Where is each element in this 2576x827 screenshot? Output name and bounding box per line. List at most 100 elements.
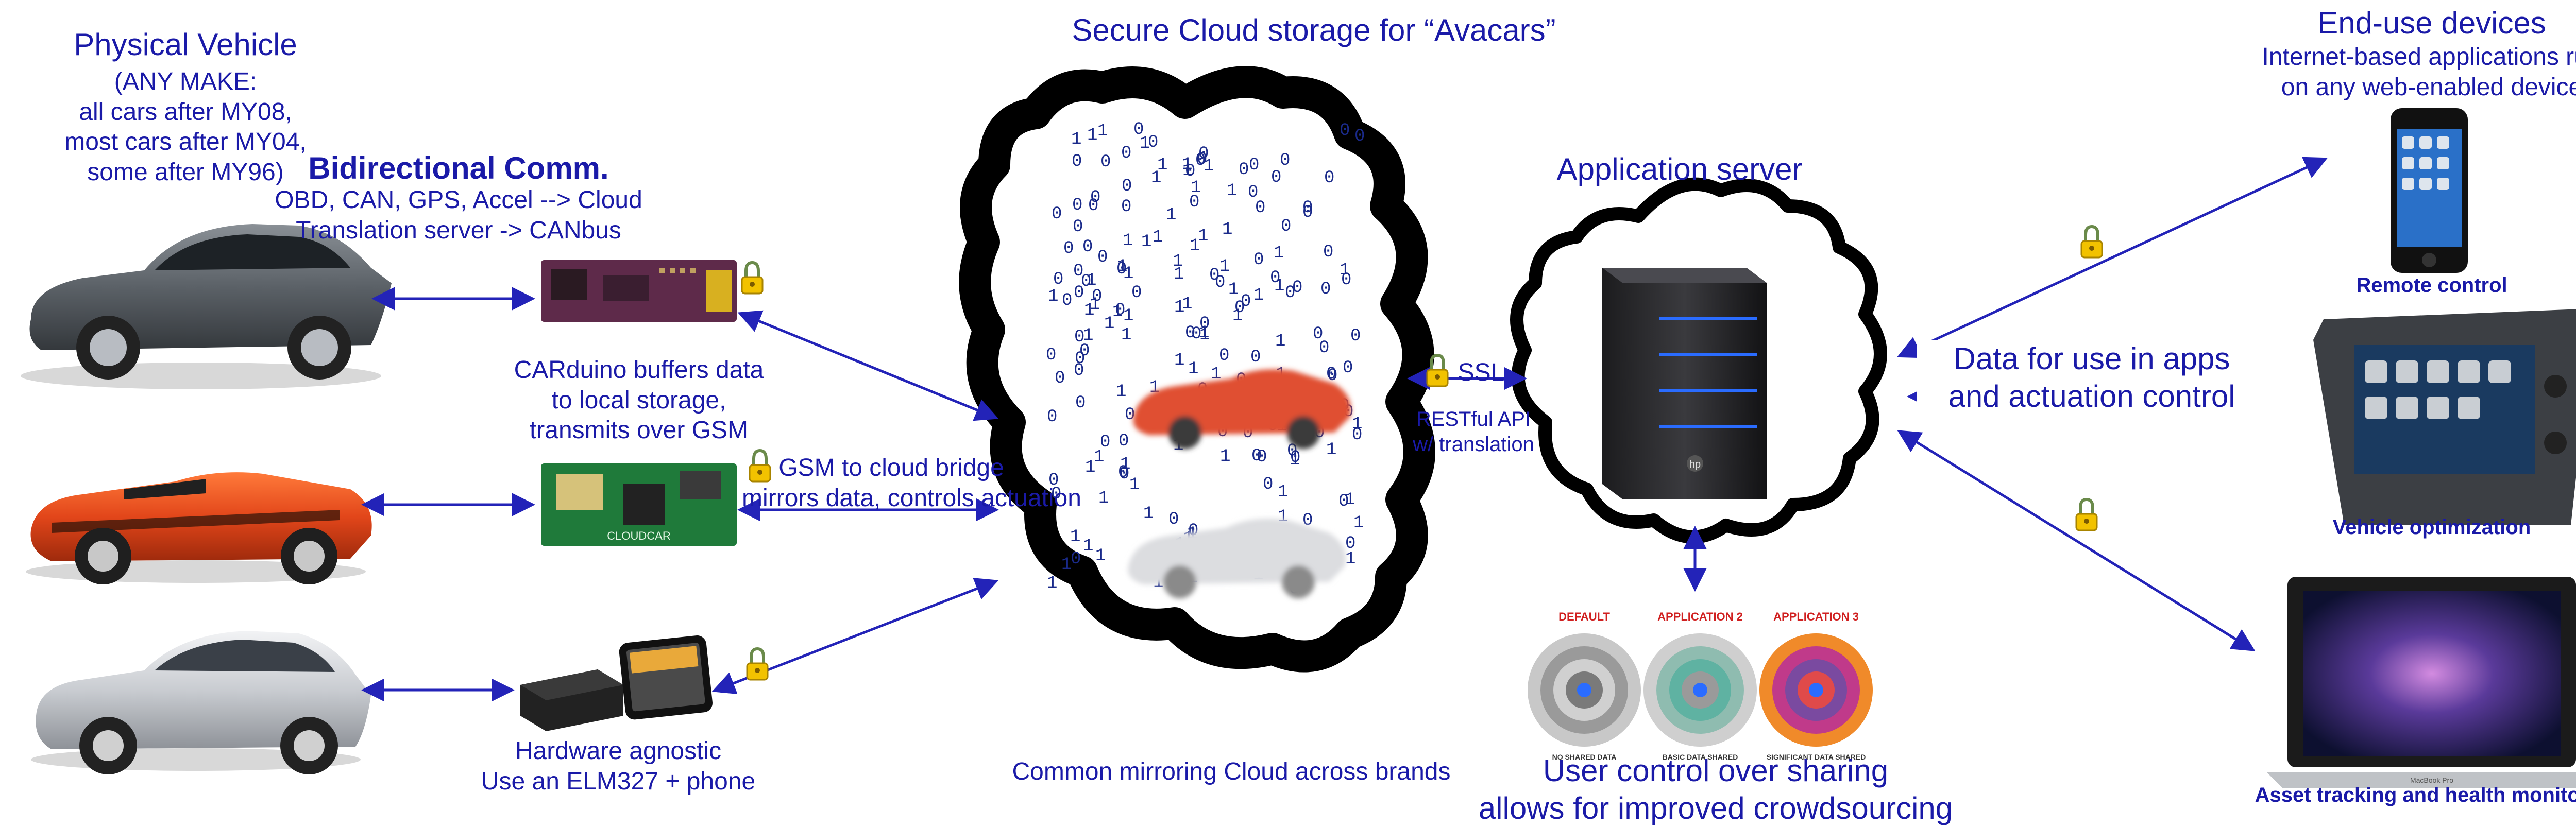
binary-digit: 0	[1053, 270, 1063, 289]
blurred-car-silver	[1128, 519, 1346, 598]
binary-digit: 0	[1338, 492, 1349, 511]
cloud-caption: Common mirroring Cloud across brands	[1012, 758, 1451, 785]
binary-digit: 1	[1199, 323, 1209, 343]
storage-cloud: 0111000111000000100101001110111111010010…	[959, 66, 1435, 673]
binary-digit: 0	[1082, 237, 1093, 257]
binary-digit: 0	[1263, 475, 1273, 494]
binary-digit: 0	[1341, 270, 1351, 290]
binary-digit: 1	[1182, 295, 1192, 314]
binary-digit: 0	[1075, 393, 1086, 413]
binary-digit: 1	[1086, 271, 1096, 290]
binary-digit: 0	[1352, 425, 1362, 445]
binary-digit: 0	[1354, 127, 1365, 146]
binary-digit: 1	[1188, 359, 1198, 379]
server-tower: hp	[1602, 268, 1767, 499]
binary-digit: 1	[1352, 415, 1362, 434]
binary-digit: 0	[1313, 324, 1323, 344]
sharing-sublabel-app2: BASIC DATA SHARED	[1663, 753, 1738, 761]
binary-digit: 1	[1182, 155, 1192, 175]
binary-digit: 1	[1121, 325, 1131, 345]
car-camaro	[26, 472, 372, 584]
binary-digit: 0	[1197, 150, 1207, 169]
binary-digit: 1	[1085, 458, 1095, 477]
vehicle-subtitle: (ANY MAKE:all cars after MY08, most cars…	[64, 68, 307, 186]
binary-digit: 0	[1319, 338, 1329, 358]
binary-digit: 1	[1129, 475, 1140, 495]
binary-digit: 1	[1143, 504, 1154, 524]
binary-digit: 0	[1189, 193, 1199, 212]
binary-digit: 1	[1274, 244, 1284, 263]
binary-digit: 0	[1121, 197, 1131, 217]
binary-digit: 1	[1070, 527, 1080, 547]
binary-digit: 0	[1047, 407, 1057, 427]
binary-digit: 1	[1174, 265, 1184, 284]
binary-digit: 1	[1222, 220, 1232, 239]
binary-digit: 1	[1084, 301, 1094, 320]
binary-digit: 0	[1073, 217, 1083, 237]
binary-digit: 0	[1199, 314, 1210, 334]
binary-digit: 0	[1075, 349, 1085, 369]
binary-digit: 0	[1340, 121, 1350, 141]
sharing-label-app3: APPLICATION 3	[1773, 610, 1859, 623]
binary-digit: 0	[1072, 196, 1082, 215]
binary-digit: 0	[1118, 463, 1128, 483]
lock-icon	[746, 647, 769, 681]
iphone-device	[2391, 108, 2468, 273]
binary-digit: 1	[1123, 231, 1133, 251]
remote-control-label: Remote control	[2356, 274, 2507, 297]
binary-digit: 1	[1098, 489, 1109, 508]
sharing-chart-app2	[1643, 633, 1757, 747]
binary-digit: 1	[1211, 365, 1221, 384]
binary-digit: 0	[1191, 324, 1201, 344]
binary-digit: 1	[1345, 490, 1355, 510]
binary-digit: 1	[1173, 252, 1183, 271]
binary-digit: 0	[1074, 283, 1084, 303]
binary-digit: 0	[1090, 188, 1100, 208]
hp-logo: hp	[1689, 459, 1701, 470]
binary-digit: 0	[1343, 358, 1353, 378]
carduino-board	[541, 260, 737, 322]
arrow-server-laptop	[1897, 430, 2256, 651]
binary-digit: 0	[1046, 346, 1056, 365]
binary-digit: 0	[1271, 168, 1281, 187]
binary-digit: 0	[1249, 156, 1259, 175]
binary-digit: 1	[1199, 325, 1210, 345]
binary-digit: 0	[1290, 448, 1300, 468]
blurred-car-red	[1133, 369, 1351, 449]
binary-digit: 0	[1345, 534, 1355, 554]
binary-digit: 0	[1326, 365, 1336, 384]
vehicle-optimization-label: Vehicle optimization	[2332, 516, 2531, 539]
binary-digit: 0	[1281, 217, 1291, 236]
binary-digit: 1	[1253, 286, 1264, 305]
binary-digit: 0	[1302, 198, 1313, 218]
binary-digit: 0	[1292, 278, 1302, 298]
binary-digit: 0	[1125, 405, 1135, 425]
binary-digit: 1	[1083, 537, 1093, 556]
binary-digit: 0	[1073, 262, 1083, 281]
binary-digit: 1	[1232, 306, 1243, 326]
binary-digit: 0	[1081, 272, 1091, 291]
binary-digit: 0	[1097, 248, 1108, 267]
binary-digit: 0	[1048, 471, 1059, 490]
binary-digit: 0	[1195, 151, 1206, 170]
binary-digit: 1	[1061, 555, 1072, 575]
binary-digit: 0	[1324, 168, 1334, 188]
arrow-server-phone	[1896, 157, 2328, 358]
vehicle-heading: Physical Vehicle	[74, 27, 297, 62]
laptop-brand-label: MacBook Pro	[2410, 776, 2453, 784]
binary-digit: 0	[1133, 120, 1144, 140]
binary-digit: 1	[1326, 440, 1336, 460]
binary-digit: 0	[1119, 464, 1129, 484]
lock-icon	[749, 449, 771, 483]
binary-digit: 0	[1253, 250, 1264, 270]
binary-digit: 0	[1215, 273, 1225, 292]
binary-digit: 0	[1234, 298, 1245, 318]
binary-digit: 1	[1151, 168, 1161, 188]
binary-digit: 1	[1220, 447, 1230, 467]
binary-digit: 1	[1275, 332, 1285, 351]
app-server-heading: Application server	[1556, 152, 1803, 186]
